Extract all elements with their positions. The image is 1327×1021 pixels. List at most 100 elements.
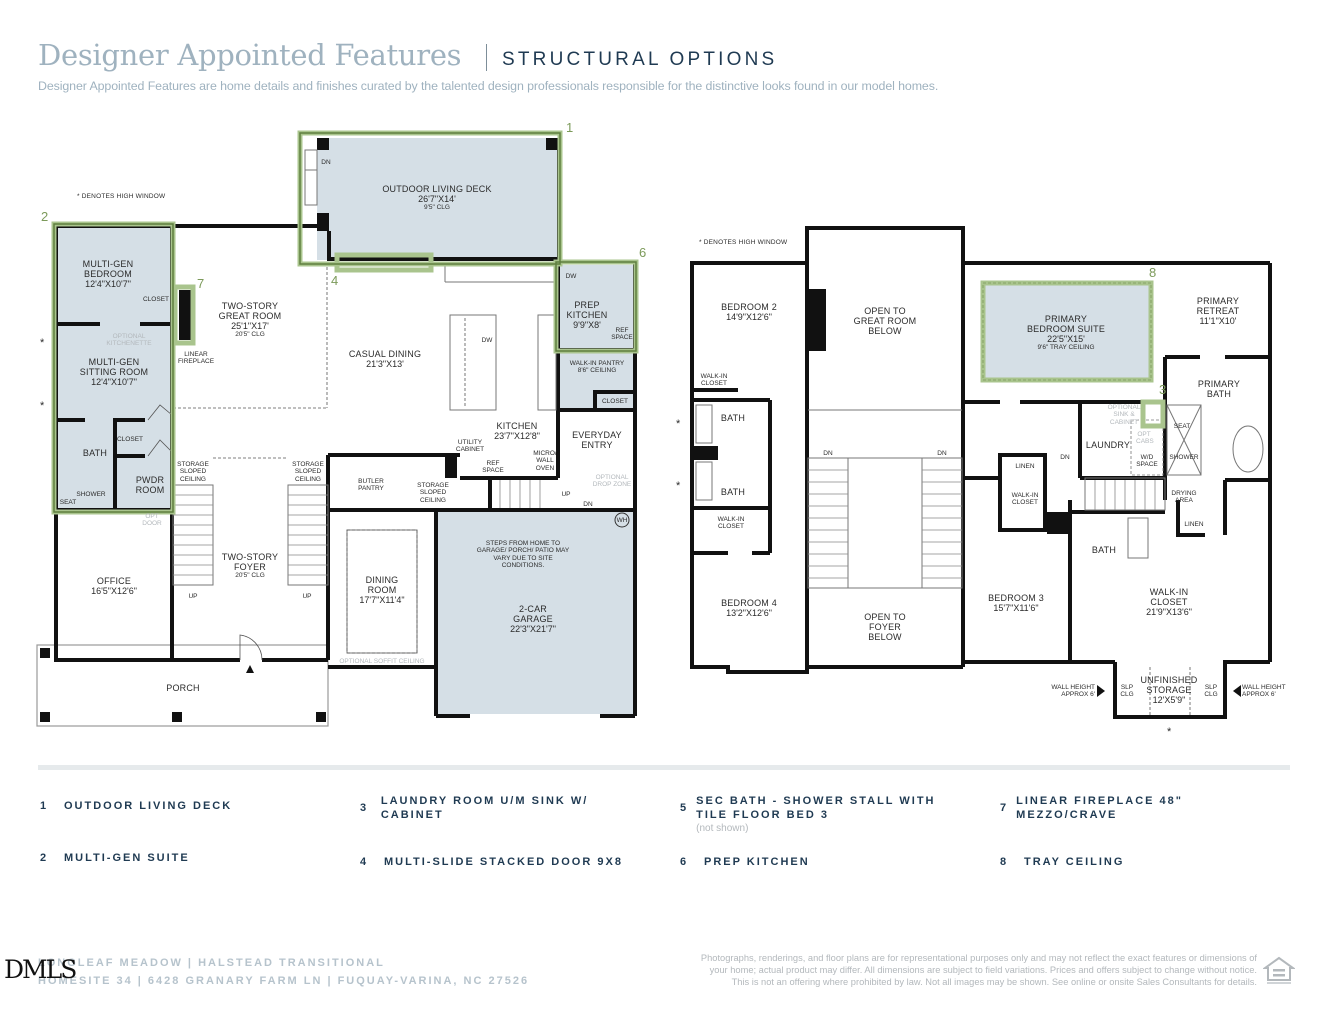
legend-item-7: 7 LINEAR FIREPLACE 48" MEZZO/CRAVE <box>1000 795 1183 821</box>
label-optional-drop-zone: OPTIONAL DROP ZONE <box>592 474 632 489</box>
room-primary-bath: PRIMARY BATH <box>1197 379 1241 400</box>
label-opt-cabs: OPT CABS <box>1136 431 1154 446</box>
room-outdoor-deck: OUTDOOR LIVING DECK 26'7"X14' 9'5" CLG <box>382 184 492 212</box>
legal-disclaimer: Photographs, renderings, and floor plans… <box>700 953 1257 987</box>
high-window-marker: * <box>40 337 45 349</box>
label-wall-height-right: WALL HEIGHT APPROX 6' <box>1242 684 1286 699</box>
room-multigen-bedroom: MULTI-GEN BEDROOM 12'4"X10'7" <box>82 259 134 290</box>
label-slp-clg-1: SLP CLG <box>1120 684 1134 699</box>
callout-7: 7 <box>197 276 205 291</box>
label-wd-space: W/D SPACE <box>1136 454 1158 469</box>
room-bath-2c: BATH <box>1091 545 1117 555</box>
room-foyer: TWO-STORY FOYER 20'5" CLG <box>221 552 279 580</box>
room-everyday-entry: EVERYDAY ENTRY <box>572 430 622 451</box>
label-optional-kitchenette: OPTIONAL KITCHENETTE <box>106 333 152 348</box>
legend-item-5-text: SEC BATH - SHOWER STALL WITH TILE FLOOR … <box>696 795 936 821</box>
high-window-note-1f: * DENOTES HIGH WINDOW <box>77 193 166 200</box>
label-dn-3: DN <box>1060 454 1070 461</box>
community-plan-line: LONGLEAF MEADOW | HALSTEAD TRANSITIONAL <box>38 957 385 969</box>
label-dn-2: DN <box>937 450 947 457</box>
legend-item-6: 6 PREP KITCHEN <box>680 856 810 868</box>
room-bedroom-2: BEDROOM 2 14'9"X12'6" <box>721 302 777 323</box>
label-up-2: UP <box>302 593 312 600</box>
label-up-1: UP <box>188 593 198 600</box>
label-wall-height-left: WALL HEIGHT APPROX 6' <box>1051 684 1095 699</box>
label-linear-fireplace: LINEAR FIREPLACE <box>177 351 215 366</box>
label-wic-bedroom2: WALK-IN CLOSET <box>700 373 728 388</box>
legend-item-8: 8 TRAY CEILING <box>1000 856 1125 868</box>
label-micro-wall-oven: MICRO/ WALL OVEN <box>533 450 557 472</box>
label-optional-sink: OPTIONAL SINK & CABINET <box>1107 404 1141 426</box>
title-divider <box>486 44 487 71</box>
room-casual-dining: CASUAL DINING 21'3"X13' <box>348 349 422 370</box>
room-bath-2b: BATH <box>720 487 746 497</box>
label-island-dw: DW <box>481 337 493 344</box>
label-wic-bedroom3: WALK-IN CLOSET <box>1011 492 1039 507</box>
callout-1: 1 <box>566 120 574 135</box>
label-opt-door: OPT DOOR <box>142 513 162 528</box>
label-open-to-great-room: OPEN TO GREAT ROOM BELOW <box>853 306 917 337</box>
label-mg-closet: CLOSET <box>142 296 170 303</box>
label-utility-cabinet: UTILITY CABINET <box>455 439 485 454</box>
page-title: Designer Appointed Features <box>38 38 462 72</box>
room-bath-2a: BATH <box>720 413 746 423</box>
room-walkin-pantry: WALK-IN PANTRY 8'6" CEILING <box>569 360 625 375</box>
high-window-marker: * <box>676 480 681 492</box>
room-bedroom-4: BEDROOM 4 13'2"X12'6" <box>721 598 777 619</box>
room-unfinished-storage: UNFINISHED STORAGE 12'X5'9" <box>1140 675 1198 706</box>
equal-housing-opportunity-icon <box>1263 956 1295 984</box>
label-prep-ref: REF SPACE <box>611 327 633 342</box>
legend-item-3: 3 LAUNDRY ROOM U/M SINK W/ CABINET <box>360 795 589 821</box>
label-closet-1f: CLOSET <box>116 436 144 443</box>
second-floor-plan: 8 3 * DENOTES HIGH WINDOW * * * BEDROOM … <box>676 226 1286 738</box>
callout-2: 2 <box>41 209 49 224</box>
label-prep-dw: DW <box>565 273 577 280</box>
high-window-note-2f: * DENOTES HIGH WINDOW <box>699 239 788 246</box>
label-wic-bedroom4: WALK-IN CLOSET <box>717 516 745 531</box>
callout-8: 8 <box>1149 265 1157 280</box>
label-entry-closet: CLOSET <box>601 398 629 405</box>
homesite-address-line: HOMESITE 34 | 6428 GRANARY FARM LN | FUQ… <box>38 975 530 987</box>
legend-item-2: 2 MULTI-GEN SUITE <box>40 852 190 864</box>
section-title: STRUCTURAL OPTIONS <box>502 49 778 70</box>
label-ref-space: REF SPACE <box>482 460 504 475</box>
room-office: OFFICE 16'5"X12'6" <box>91 576 137 597</box>
room-primary-suite: PRIMARY BEDROOM SUITE 22'5"X15' 9'6" TRA… <box>1026 314 1106 352</box>
deck-stairs-dn: DN <box>321 159 331 166</box>
label-linen-1: LINEN <box>1015 463 1035 470</box>
label-storage-3: STORAGE SLOPED CEILING <box>417 482 449 504</box>
label-optional-soffit: OPTIONAL SOFFIT CEILING <box>339 658 425 665</box>
label-slp-clg-2: SLP CLG <box>1204 684 1218 699</box>
first-floor-drawing <box>36 130 639 727</box>
callout-6: 6 <box>639 245 647 260</box>
legend-item-1: 1 OUTDOOR LIVING DECK <box>40 800 233 812</box>
legend-item-5: 5 SEC BATH - SHOWER STALL WITH TILE FLOO… <box>680 794 950 836</box>
room-bath-1f: BATH <box>82 448 108 458</box>
label-shower-1f: SHOWER <box>76 491 106 498</box>
label-dn-garage: DN <box>583 501 593 508</box>
room-bedroom-3: BEDROOM 3 15'7"X11'6" <box>988 593 1044 614</box>
high-window-marker: * <box>676 418 681 430</box>
label-storage-2: STORAGE SLOPED CEILING <box>292 461 324 483</box>
room-primary-walkin-closet: WALK-IN CLOSET 21'9"X13'6" <box>1146 587 1192 618</box>
label-seat-1f: SEAT <box>59 499 77 506</box>
room-garage: 2-CAR GARAGE 22'3"X21'7" <box>510 604 556 635</box>
label-open-to-foyer: OPEN TO FOYER BELOW <box>864 612 906 643</box>
label-butler-pantry: BUTLER PANTRY <box>358 478 384 493</box>
label-linen-2: LINEN <box>1184 521 1204 528</box>
page-subtitle: Designer Appointed Features are home det… <box>38 79 939 93</box>
section-divider <box>38 765 1290 770</box>
room-prep-kitchen: PREP KITCHEN 9'9"X8' <box>566 300 608 331</box>
high-window-marker: * <box>1167 726 1172 738</box>
label-drying-area: DRYING AREA <box>1171 490 1197 505</box>
room-kitchen: KITCHEN 23'7"X12'8" <box>494 421 540 442</box>
room-powder: PWDR ROOM <box>135 475 165 496</box>
dmls-watermark: DMLS <box>4 955 77 984</box>
label-shower-2f: SHOWER <box>1169 454 1199 461</box>
room-laundry: LAUNDRY <box>1085 440 1131 450</box>
label-seat-2f: SEAT <box>1173 423 1191 430</box>
first-floor-plan: 1 2 4 6 7 * DENOTES HIGH WINDOW * * OUTD… <box>36 120 647 727</box>
label-storage-1: STORAGE SLOPED CEILING <box>177 461 209 483</box>
label-up-3: UP <box>561 491 571 498</box>
room-porch: PORCH <box>166 683 200 693</box>
